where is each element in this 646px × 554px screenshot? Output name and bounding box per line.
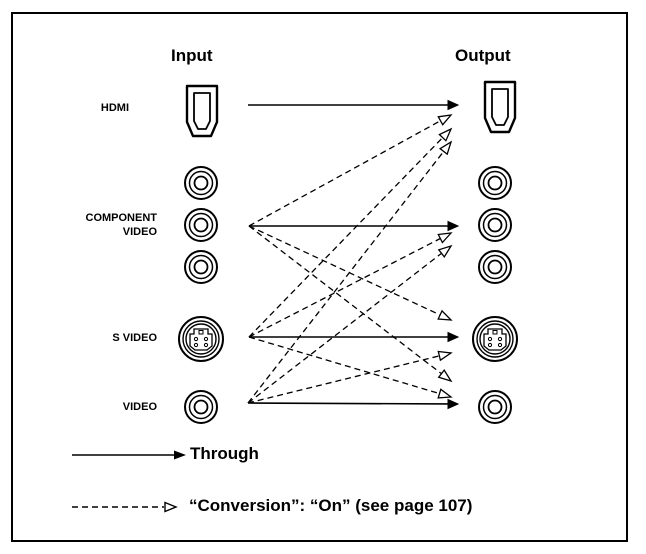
- conversion-svideo-to-hdmi-line: [248, 137, 444, 338]
- video-label: VIDEO: [122, 401, 157, 413]
- input-component-jack-3-icon: [184, 250, 218, 284]
- output-component-jack-3-icon: [478, 250, 512, 284]
- conversion-component-to-hdmi-arrowhead-icon: [437, 114, 453, 126]
- conversion-video-to-component-line: [247, 252, 442, 404]
- conversion-video-to-svideo-arrowhead-icon: [437, 350, 453, 362]
- through-video-to-video-arrowhead-icon: [447, 398, 460, 410]
- conversion-svideo-to-video-arrowhead-icon: [437, 388, 453, 399]
- conversion-component-to-hdmi-line: [248, 120, 441, 227]
- through-hdmi-to-hdmi-arrowhead-icon: [447, 99, 460, 111]
- input-component-jack-1-icon: [184, 166, 218, 200]
- output-video-jack-icon: [478, 390, 512, 424]
- conversion-component-to-video-line: [248, 225, 442, 375]
- conversion-video-to-hdmi-line: [247, 151, 445, 404]
- hdmi-label: HDMI: [100, 102, 129, 114]
- component-label-line2: VIDEO: [122, 226, 157, 238]
- conversion-component-to-svideo-line: [248, 225, 441, 316]
- input-hdmi-port-icon: [185, 84, 219, 138]
- component-label-line1: COMPONENT: [85, 212, 158, 224]
- diagram-frame: [11, 12, 628, 542]
- conversion-svideo-to-hdmi-arrowhead-icon: [438, 127, 453, 142]
- output-component-jack-2-icon: [478, 208, 512, 242]
- connection-lines: [247, 99, 460, 410]
- input-svideo-jack-icon: [178, 316, 224, 362]
- conversion-component-to-video-arrowhead-icon: [437, 368, 453, 383]
- conversion-video-to-component-arrowhead-icon: [437, 244, 453, 259]
- conversion-component-to-svideo-arrowhead-icon: [437, 309, 453, 321]
- through-svideo-to-svideo-arrowhead-icon: [447, 331, 460, 343]
- conversion-svideo-to-component-line: [248, 237, 441, 338]
- conversion-svideo-to-component-arrowhead-icon: [437, 232, 453, 244]
- legend-through-label: Through: [190, 444, 259, 463]
- conversion-video-to-svideo-line: [247, 355, 440, 404]
- input-header: Input: [171, 46, 213, 65]
- svideo-label: S VIDEO: [112, 332, 157, 344]
- conversion-video-to-hdmi-arrowhead-icon: [438, 140, 453, 156]
- legend-conversion-label: “Conversion”: “On” (see page 107): [189, 496, 473, 515]
- through-video-to-video-line: [247, 402, 449, 405]
- input-component-jack-2-icon: [184, 208, 218, 242]
- output-component-jack-1-icon: [478, 166, 512, 200]
- conversion-svideo-to-video-line: [248, 336, 440, 395]
- output-hdmi-port-icon: [483, 80, 517, 134]
- input-video-jack-icon: [184, 390, 218, 424]
- output-header: Output: [455, 46, 511, 65]
- through-component-to-component-arrowhead-icon: [447, 220, 460, 232]
- output-svideo-jack-icon: [472, 316, 518, 362]
